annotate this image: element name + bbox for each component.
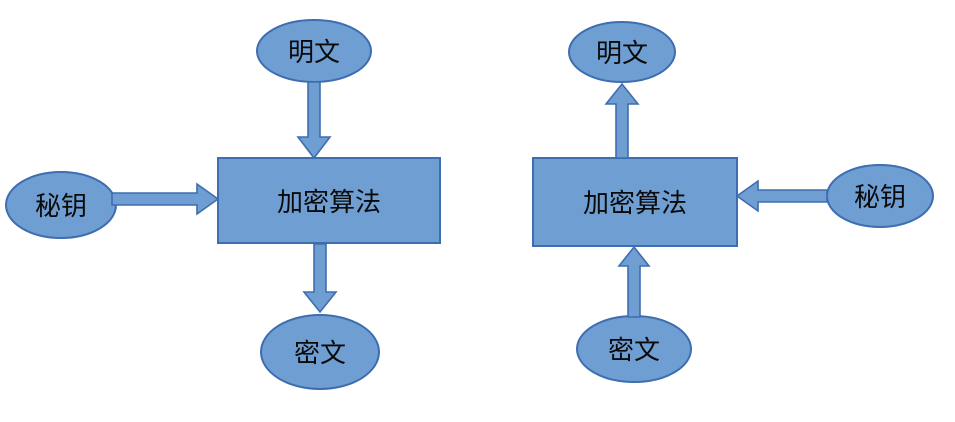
right-plaintext-ellipse <box>568 21 676 83</box>
right-ciphertext-label: 密文 <box>608 335 660 365</box>
left-encryption-flow: 明文 加密算法 秘钥 密文 <box>5 19 441 390</box>
right-plaintext-label: 明文 <box>596 38 648 68</box>
left-key-label: 秘钥 <box>35 191 87 221</box>
left-plaintext-label: 明文 <box>288 37 340 67</box>
left-arrow-right-key-to-algorithm-icon <box>111 182 220 216</box>
left-ciphertext-ellipse <box>260 314 380 390</box>
left-arrow-down-plaintext-to-algorithm-icon <box>296 81 332 160</box>
right-arrow-left-key-to-algorithm-icon <box>735 179 828 213</box>
left-ciphertext-label: 密文 <box>294 338 346 368</box>
left-algorithm-rect <box>217 157 441 244</box>
right-decryption-flow: 明文 加密算法 秘钥 密文 <box>532 21 934 383</box>
left-arrow-down-algorithm-to-ciphertext-icon <box>302 243 338 314</box>
right-key-label: 秘钥 <box>854 182 906 212</box>
right-arrow-up-ciphertext-to-algorithm-icon <box>617 245 651 318</box>
right-algorithm-rect <box>532 157 738 247</box>
right-arrow-up-algorithm-to-plaintext-icon <box>604 82 640 159</box>
left-algorithm-label: 加密算法 <box>277 187 381 217</box>
right-algorithm-label: 加密算法 <box>583 188 687 218</box>
